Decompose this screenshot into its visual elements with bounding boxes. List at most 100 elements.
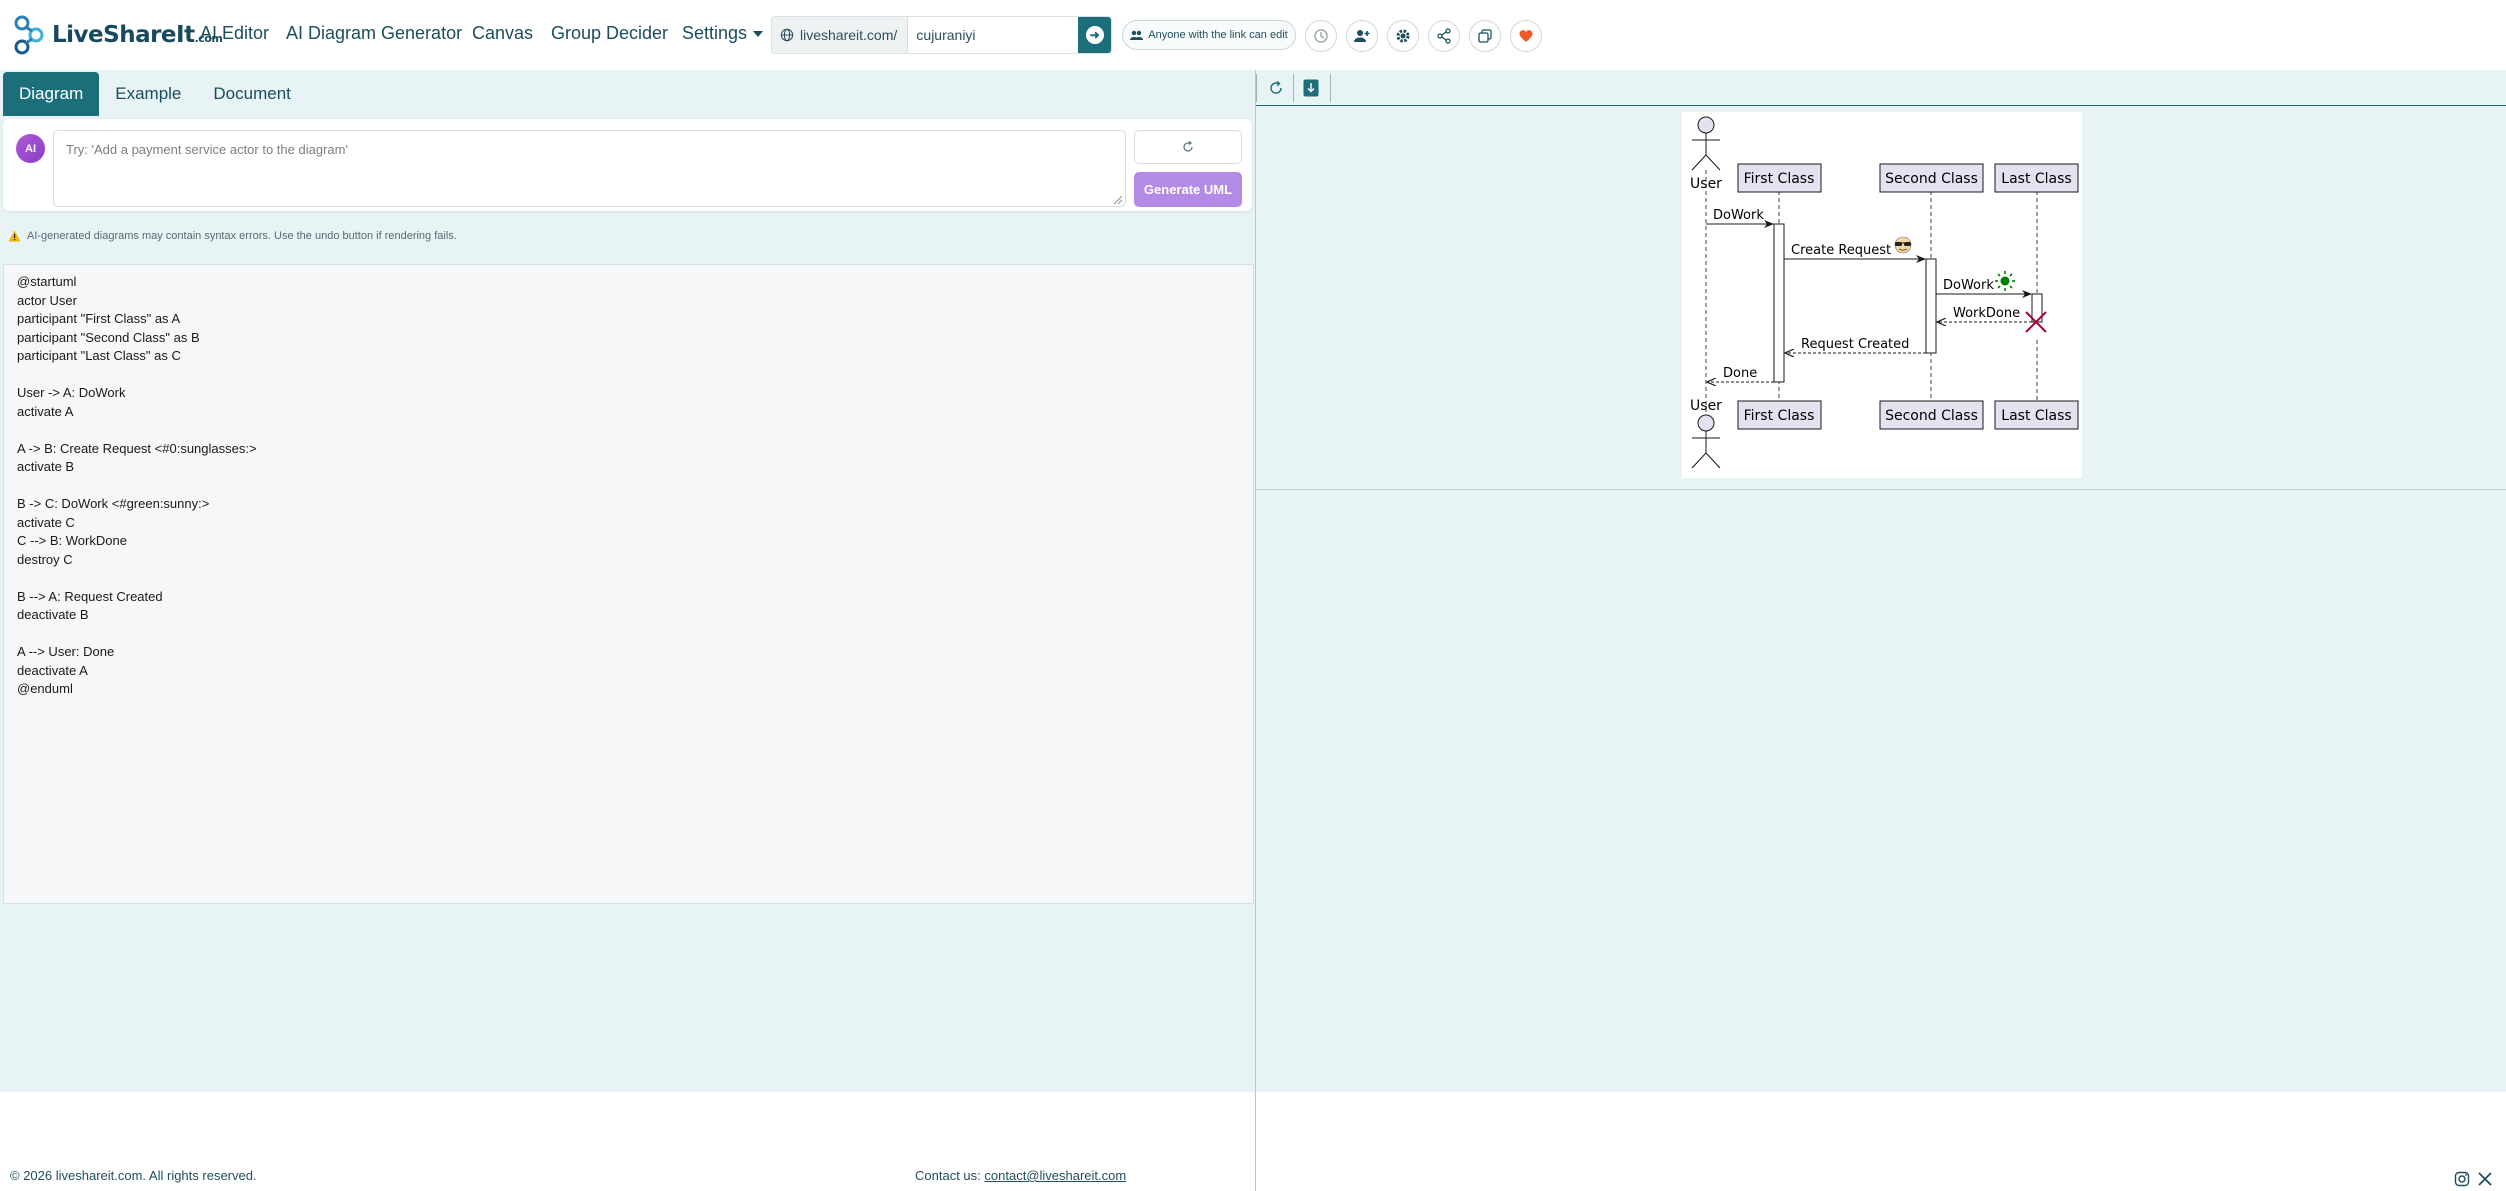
- editor-panel: Diagram Example Document AI Generate UML…: [0, 70, 1255, 1092]
- toolbar-separator: [1293, 74, 1294, 102]
- sunny-icon: [1995, 271, 2015, 291]
- code-line: @enduml: [17, 681, 73, 696]
- ai-prompt-input[interactable]: [53, 130, 1126, 207]
- participant-second-class-bottom: Second Class: [1879, 400, 1984, 430]
- participant-last-class-top: Last Class: [1994, 163, 2079, 193]
- share-permission-label: Anyone with the link can edit: [1148, 29, 1288, 41]
- code-line: actor User: [17, 292, 77, 308]
- generate-uml-button[interactable]: Generate UML: [1134, 172, 1242, 207]
- nav-canvas[interactable]: Canvas: [472, 23, 534, 43]
- download-icon: [1303, 79, 1319, 97]
- ai-avatar: AI: [16, 134, 45, 163]
- tab-diagram[interactable]: Diagram: [3, 72, 100, 116]
- url-prefix: liveshareit.com/: [772, 17, 909, 53]
- preview-toolbar: [1256, 70, 2506, 106]
- code-line: A --> User: Done: [17, 644, 115, 659]
- user-plus-icon: [1354, 30, 1370, 42]
- sunglasses-icon: [1894, 236, 1912, 254]
- participant-label: Last Class: [2001, 171, 2071, 187]
- copy-icon: [1478, 29, 1492, 43]
- code-line: B -> C: DoWork <#green:sunny:>: [17, 496, 210, 511]
- code-line: destroy C: [17, 551, 73, 567]
- contact-label: Contact us:: [915, 1168, 981, 1183]
- room-slug-input[interactable]: [908, 17, 1079, 53]
- actor-label: User: [1690, 176, 1722, 192]
- code-line: A -> B: Create Request <#0:sunglasses:>: [17, 440, 257, 456]
- history-button[interactable]: [1305, 20, 1337, 52]
- ai-warning: AI-generated diagrams may contain syntax…: [8, 230, 457, 242]
- copy-button[interactable]: [1469, 20, 1501, 52]
- logo-text: LiveShareIt.com: [52, 22, 223, 48]
- history-icon: [1314, 29, 1328, 43]
- arrow-right-icon: ➜: [1085, 26, 1104, 44]
- toolbar-separator: [1256, 74, 1257, 102]
- download-button[interactable]: [1299, 76, 1323, 100]
- x-twitter-icon[interactable]: [2477, 1171, 2493, 1187]
- message-label: Done: [1723, 366, 1757, 381]
- participant-last-class-bottom: Last Class: [1994, 400, 2079, 430]
- settings-button[interactable]: [1387, 20, 1419, 52]
- diagram-preview-area: User First Class Second Class Last Class: [1256, 106, 2506, 490]
- refresh-button[interactable]: [1264, 76, 1288, 100]
- participant-first-class-top: First Class: [1737, 163, 1822, 193]
- nav-settings-label: Settings: [682, 23, 748, 43]
- actor-label: User: [1690, 398, 1722, 414]
- nav-group-decider[interactable]: Group Decider: [551, 23, 669, 43]
- contact-email-link[interactable]: contact@liveshareit.com: [984, 1168, 1127, 1183]
- instagram-icon[interactable]: [2454, 1171, 2470, 1187]
- activation-first-class: [1773, 223, 1785, 383]
- tab-example[interactable]: Example: [115, 84, 182, 103]
- copyright-text: © 2026 liveshareit.com. All rights reser…: [10, 1168, 257, 1183]
- globe-icon: [780, 28, 794, 42]
- logo-icon: [14, 15, 44, 55]
- destroy-icon: [2025, 311, 2047, 333]
- code-line: participant "Second Class" as B: [17, 329, 200, 345]
- uml-code-editor[interactable]: @startuml actor User participant "First …: [3, 264, 1254, 904]
- room-url-group: liveshareit.com/ ➜: [771, 16, 1112, 54]
- actor-user-bottom: User: [1690, 398, 1722, 469]
- logo[interactable]: LiveShareIt.com: [10, 14, 223, 56]
- sequence-diagram-svg: User First Class Second Class Last Class: [1690, 116, 2079, 469]
- participant-second-class-top: Second Class: [1879, 163, 1984, 193]
- share-icon: [1437, 28, 1451, 44]
- toolbar-separator: [1330, 74, 1331, 102]
- heart-icon: [1519, 30, 1533, 42]
- sequence-diagram[interactable]: User First Class Second Class Last Class: [1682, 112, 2082, 478]
- panel-divider[interactable]: [1255, 70, 1256, 1191]
- participant-first-class-bottom: First Class: [1737, 400, 1822, 430]
- ai-warning-text: AI-generated diagrams may contain syntax…: [27, 230, 457, 242]
- message-label: WorkDone: [1953, 306, 2020, 321]
- users-icon: [1130, 30, 1144, 40]
- message-label: DoWork: [1713, 208, 1764, 223]
- ai-prompt-card: AI Generate UML: [3, 119, 1252, 211]
- gear-icon: [1396, 29, 1410, 43]
- share-button[interactable]: [1428, 20, 1460, 52]
- code-line: C --> B: WorkDone: [17, 533, 127, 548]
- actor-user-top: User: [1690, 116, 1722, 192]
- resize-handle-icon[interactable]: [1113, 195, 1123, 205]
- donate-button[interactable]: [1510, 20, 1542, 52]
- go-button[interactable]: ➜: [1078, 17, 1111, 53]
- message-label: DoWork: [1943, 278, 1994, 293]
- share-permission-button[interactable]: Anyone with the link can edit: [1122, 20, 1296, 50]
- code-line: User -> A: DoWork: [17, 385, 126, 400]
- nav-ai-editor[interactable]: AI Editor: [200, 23, 270, 43]
- code-line: activate B: [17, 459, 75, 474]
- code-line: participant "Last Class" as C: [17, 348, 181, 363]
- nav-settings-dropdown[interactable]: Settings: [682, 23, 764, 44]
- tab-document[interactable]: Document: [213, 84, 291, 103]
- editor-tabs: Diagram Example Document: [3, 72, 307, 116]
- code-line: participant "First Class" as A: [17, 311, 181, 326]
- add-user-button[interactable]: [1346, 20, 1378, 52]
- nav-ai-diagram-generator[interactable]: AI Diagram Generator: [286, 23, 463, 43]
- preview-panel: User First Class Second Class Last Class: [1256, 70, 2506, 1092]
- code-line: activate C: [17, 514, 75, 530]
- top-navbar: LiveShareIt.com AI Editor AI Diagram Gen…: [0, 0, 2506, 70]
- code-line: activate A: [17, 403, 74, 419]
- undo-icon: [1183, 141, 1193, 152]
- undo-button[interactable]: [1134, 130, 1242, 164]
- contact-info: Contact us: contact@liveshareit.com: [915, 1168, 1126, 1183]
- code-line: deactivate B: [17, 607, 89, 622]
- message-label: Create Request: [1791, 243, 1891, 258]
- participant-label: Last Class: [2001, 408, 2071, 424]
